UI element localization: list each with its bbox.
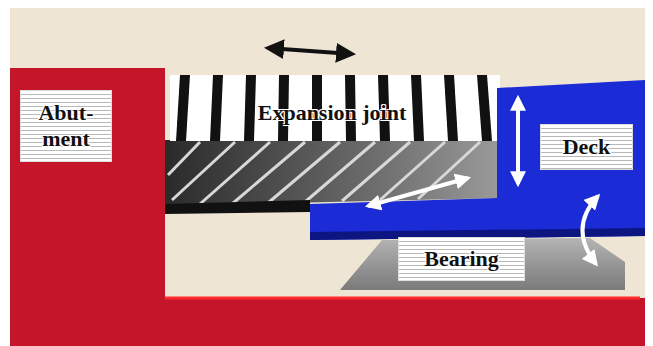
abutment-body	[10, 68, 645, 346]
rotation-arrow	[582, 196, 598, 264]
abutment-edge	[165, 297, 640, 300]
joint-shadow	[165, 200, 310, 214]
sky-background	[10, 8, 645, 346]
movement-arrow	[368, 178, 468, 206]
joint-top	[170, 75, 500, 141]
joint-underside-stripes	[168, 142, 480, 204]
movement-arrow	[516, 98, 520, 184]
movement-arrow	[268, 48, 352, 54]
part-label: Bearing	[398, 237, 525, 281]
part-label: Abut- ment	[20, 90, 112, 162]
part-label: Deck	[540, 124, 633, 170]
bearing-body	[340, 238, 625, 290]
joint-stripes	[176, 75, 492, 141]
joint-underside	[165, 140, 500, 206]
part-label: Expansion joint	[232, 97, 432, 129]
